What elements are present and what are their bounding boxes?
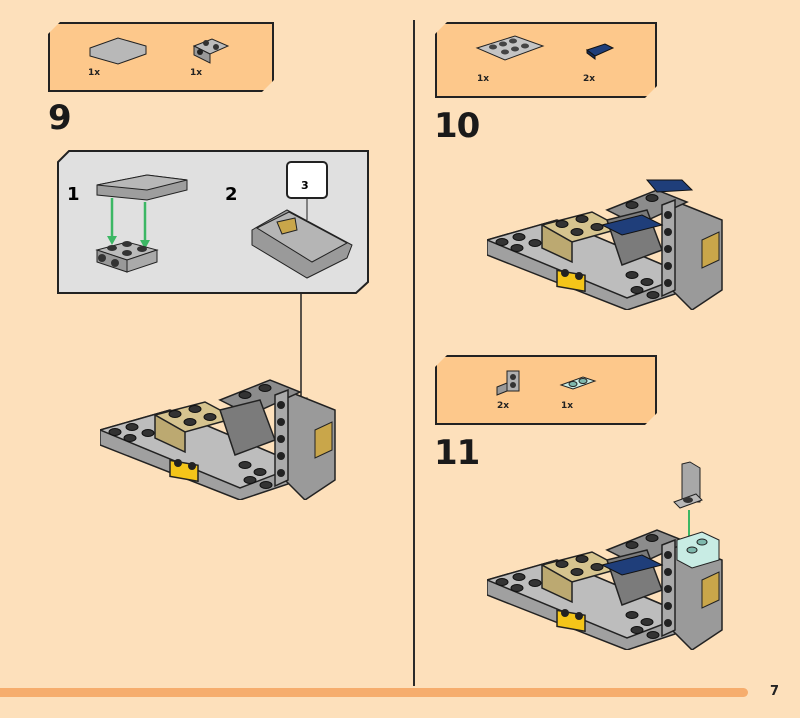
part-quantity: 1x xyxy=(190,68,203,78)
sticker-number: 3 xyxy=(301,179,309,192)
part-quantity: 2x xyxy=(497,401,510,411)
part-quantity: 2x xyxy=(583,74,596,84)
parts-callout-step-11: 2x 1x xyxy=(435,355,657,425)
parts-callout-step-9: 1x 1x xyxy=(48,22,274,92)
bracket-piece xyxy=(673,461,703,547)
plate-part-icon xyxy=(475,34,545,64)
brick-with-side-studs-part-icon xyxy=(190,36,230,66)
aqua-plate-part-icon xyxy=(559,375,599,395)
step-number: 11 xyxy=(434,433,480,473)
model-step-10 xyxy=(487,179,747,310)
step-number: 9 xyxy=(48,98,72,138)
bracket-part-icon xyxy=(495,369,525,399)
part-quantity: 1x xyxy=(88,68,101,78)
model-step-9 xyxy=(100,370,360,500)
page-number: 7 xyxy=(770,684,780,699)
subassembly-box: 1 2 3 xyxy=(57,150,369,294)
part-quantity: 1x xyxy=(477,74,490,84)
dark-blue-tile-part-icon xyxy=(585,42,615,62)
curved-slope-part-icon xyxy=(88,36,148,66)
parts-callout-step-10: 1x 2x xyxy=(435,22,657,98)
progress-bar xyxy=(0,688,748,697)
step-number: 10 xyxy=(434,106,480,146)
substep-number: 2 xyxy=(225,184,238,205)
model-step-11 xyxy=(487,520,747,650)
part-quantity: 1x xyxy=(561,401,574,411)
substep-number: 1 xyxy=(67,184,80,205)
column-divider xyxy=(413,20,415,686)
